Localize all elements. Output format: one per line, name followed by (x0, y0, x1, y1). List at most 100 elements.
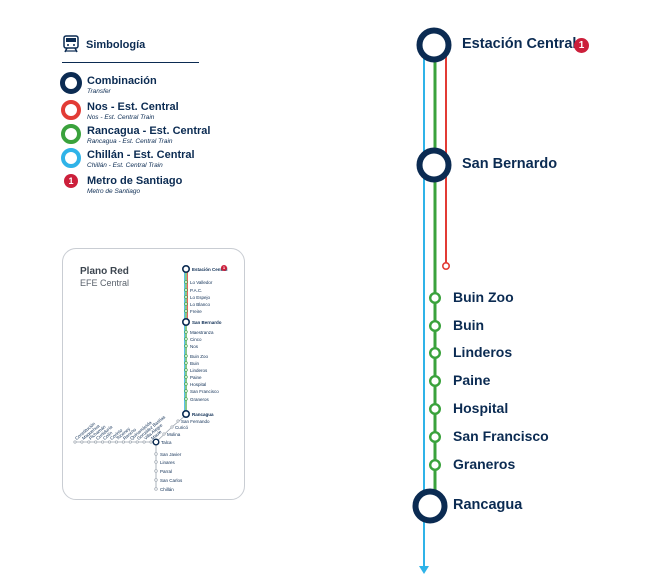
mini-station-label: P.A.C. (190, 287, 203, 293)
mini-station-marker (184, 337, 188, 341)
mini-station-marker (182, 264, 191, 273)
station-marker (429, 375, 442, 388)
mini-station-marker (80, 440, 84, 444)
legend-item-label: Combinación (87, 75, 157, 87)
mini-station-marker (149, 440, 153, 444)
legend-item-sublabel: Nos - Est. Central Train (87, 114, 155, 121)
mini-station-marker (184, 397, 188, 401)
mini-station-label: Linares (160, 459, 175, 465)
legend-item-sublabel: Rancagua - Est. Central Train (87, 138, 173, 145)
mini-station-label: Linderos (190, 367, 208, 373)
station-marker (429, 403, 442, 416)
mini-station-marker (87, 440, 91, 444)
mini-station-marker (114, 440, 119, 444)
mini-station-marker (184, 354, 188, 358)
transfer-station-marker (412, 488, 448, 524)
metro-badge-icon: 1 (64, 174, 78, 188)
station-marker (429, 320, 442, 333)
green-ring-icon (61, 124, 81, 144)
station-label: Buin Zoo (453, 289, 514, 305)
mini-station-marker (94, 440, 98, 444)
mini-station-label: Lo Blanco (190, 301, 211, 307)
mini-station-marker (152, 438, 160, 446)
station-marker (429, 431, 442, 444)
station-marker (429, 459, 442, 472)
mini-station-marker (107, 440, 112, 444)
station-label: Hospital (453, 400, 509, 416)
mini-station-marker (154, 469, 158, 473)
station-label: Linderos (453, 344, 513, 360)
chillan-direction-arrow (419, 566, 429, 574)
mini-station-marker (162, 432, 166, 436)
metro-badge-icon: 1 (574, 38, 589, 53)
legend: Simbología Combinación Transfer Nos - Es… (0, 0, 230, 200)
mini-station-label: Molina (167, 431, 181, 437)
station-label: Paine (453, 372, 491, 388)
mini-station-marker (184, 375, 188, 379)
mini-station-marker (184, 280, 188, 284)
station-marker (429, 292, 442, 305)
station-label: Graneros (453, 456, 516, 472)
transfer-ring-icon (60, 72, 82, 94)
mini-station-marker (135, 440, 139, 444)
mini-station-marker (154, 478, 158, 482)
mini-station-label: San Bernardo (192, 319, 222, 325)
mini-station-marker (170, 425, 174, 429)
station-label: San Francisco (453, 428, 549, 444)
mini-station-marker (184, 382, 188, 386)
mini-station-marker (184, 288, 188, 292)
mini-station-label: Hospital (190, 381, 207, 387)
mini-network-map (73, 264, 191, 491)
mini-station-label: Cinco (190, 336, 202, 342)
mini-station-marker (184, 361, 188, 365)
legend-item-sublabel: Transfer (87, 88, 111, 95)
legend-item-sublabel: Metro de Santiago (87, 188, 141, 195)
mini-station-label: Graneros (190, 396, 209, 402)
mini-station-label: San Francisco (190, 388, 219, 394)
legend-item-label: Metro de Santiago (87, 175, 183, 187)
mini-station-marker (128, 440, 132, 444)
transfer-station-marker (416, 27, 452, 63)
station-label: Estación Central (462, 36, 577, 52)
train-icon (63, 35, 79, 53)
mini-station-marker (176, 419, 180, 423)
mini-station-marker (182, 318, 191, 327)
mini-station-marker (184, 344, 188, 348)
mini-station-marker (154, 460, 158, 464)
legend-title: Simbología (86, 39, 146, 51)
mini-station-marker (73, 440, 77, 444)
mini-station-marker (121, 440, 125, 444)
mini-station-marker (184, 295, 188, 299)
mini-station-label: Freire (190, 308, 202, 314)
mini-station-label: Estación Central (192, 266, 228, 272)
card-subtitle: EFE Central (80, 278, 130, 288)
legend-divider (62, 62, 199, 63)
red-ring-icon (61, 100, 81, 120)
mini-station-marker (154, 452, 158, 456)
mini-station-marker (142, 440, 146, 444)
station-label: San Bernardo (462, 156, 558, 172)
mini-station-marker (154, 487, 158, 491)
mini-station-marker (184, 302, 188, 306)
mini-station-label: Chillán (160, 486, 174, 492)
mini-station-label: Paine (190, 374, 202, 380)
mini-metro-badge-icon: 1 (221, 265, 227, 271)
legend-item-sublabel: Chillán - Est. Central Train (87, 162, 163, 169)
mini-station-label: Lo Espejo (190, 294, 211, 300)
mini-station-label: Buin (190, 360, 200, 366)
station-label: Rancagua (453, 497, 523, 513)
mini-station-label: San Carlos (160, 477, 183, 483)
mini-station-marker (184, 330, 188, 334)
mini-station-label: Lo Valledor (190, 279, 213, 285)
nos-terminal-marker (441, 261, 450, 270)
mini-station-label: San Fernando (181, 418, 210, 424)
legend-item-label: Rancagua - Est. Central (87, 125, 211, 137)
mini-station-label: Talca (161, 439, 172, 445)
legend-item-label: Nos - Est. Central (87, 101, 179, 113)
mini-station-label: Maestranza (190, 329, 214, 335)
mini-station-label: Buin Zoo (190, 353, 209, 359)
mini-station-label: Parral (160, 468, 173, 474)
mini-station-label: Nos (190, 343, 199, 349)
